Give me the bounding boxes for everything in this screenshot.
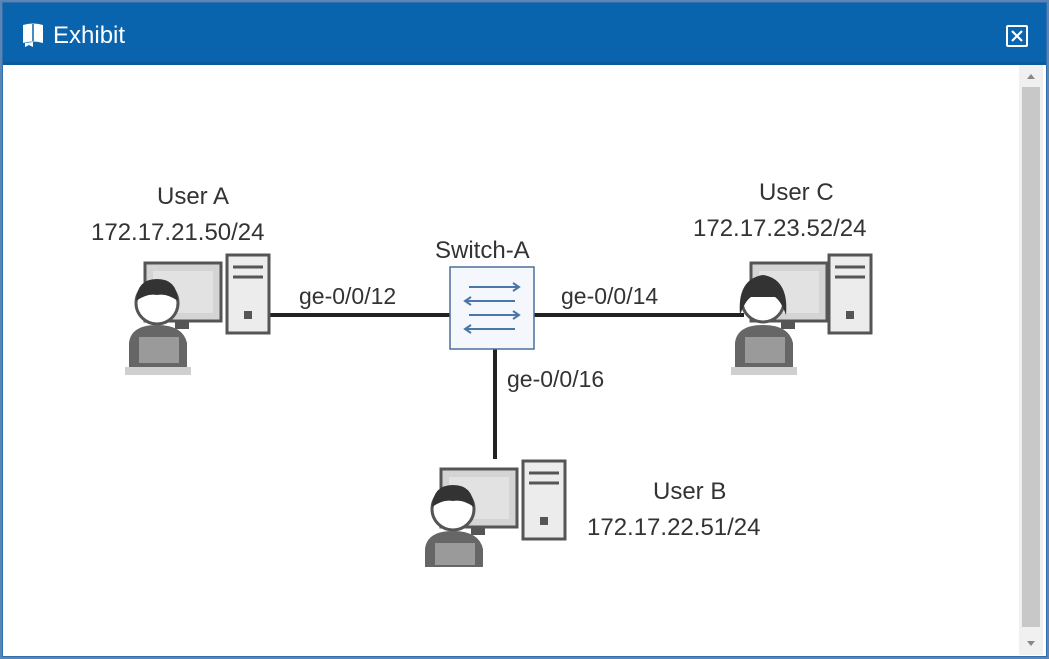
vertical-scrollbar[interactable] (1019, 65, 1043, 655)
user-b-name: User B (653, 478, 726, 505)
book-icon (23, 23, 43, 47)
port-label-user-a: ge-0/0/12 (299, 283, 396, 309)
exhibit-content: Switch-A ge-0/0/12 ge-0/0/14 ge-0/0/16 (7, 65, 1019, 655)
user-b-workstation-icon (425, 459, 567, 567)
title-bar: Exhibit (3, 3, 1046, 65)
port-label-user-c: ge-0/0/14 (561, 283, 658, 309)
user-a-ip: 172.17.21.50/24 (91, 219, 265, 246)
switch-arrows-icon (463, 282, 521, 334)
user-b-ip: 172.17.22.51/24 (587, 514, 761, 541)
port-label-user-b: ge-0/0/16 (507, 366, 604, 392)
user-c-ip: 172.17.23.52/24 (693, 215, 867, 242)
close-button[interactable] (1006, 25, 1028, 47)
switch-label: Switch-A (435, 237, 530, 264)
switch-a (449, 266, 535, 350)
scroll-up-arrow-icon[interactable] (1019, 65, 1043, 87)
user-c-workstation-icon (731, 253, 873, 375)
scroll-down-arrow-icon[interactable] (1019, 633, 1043, 655)
window-title: Exhibit (53, 22, 126, 49)
network-diagram: Switch-A ge-0/0/12 ge-0/0/14 ge-0/0/16 (91, 179, 873, 567)
user-c-name: User C (759, 179, 834, 206)
user-a-name: User A (157, 183, 229, 210)
user-a-workstation-icon (125, 253, 271, 375)
close-icon (1011, 30, 1023, 42)
scrollbar-thumb[interactable] (1022, 87, 1040, 627)
